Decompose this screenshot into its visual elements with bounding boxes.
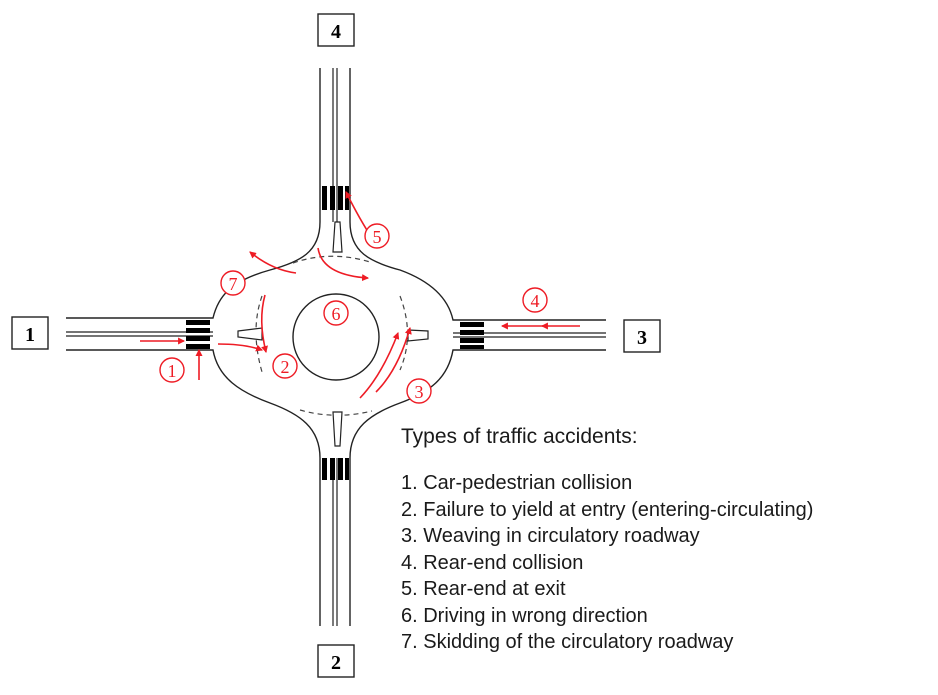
accident-types-legend: Types of traffic accidents: 1. Car-pedes… — [401, 425, 813, 656]
svg-text:2: 2 — [331, 652, 341, 674]
arrow-2-circulating — [260, 294, 268, 354]
svg-text:4: 4 — [331, 21, 341, 43]
approach-box-4: 4 — [317, 13, 355, 47]
accident-marker-2: 2 — [272, 353, 298, 379]
legend-item-5: 5. Rear-end at exit — [401, 578, 566, 600]
approach-box-2: 2 — [317, 644, 355, 678]
legend-item-3: 3. Weaving in circulatory roadway — [401, 525, 700, 547]
road-outline — [66, 68, 606, 626]
accident-marker-4: 4 — [522, 287, 548, 313]
accident-arrows — [140, 191, 580, 399]
legend-item-4: 4. Rear-end collision — [401, 551, 584, 574]
svg-text:4: 4 — [531, 291, 540, 311]
approach-box-3: 3 — [623, 319, 661, 353]
legend-title: Types of traffic accidents: — [401, 425, 638, 448]
svg-text:3: 3 — [415, 382, 424, 402]
accident-marker-7: 7 — [220, 270, 246, 296]
arrow-7-skid — [249, 251, 297, 274]
accident-marker-6: 6 — [323, 300, 349, 326]
legend-item-1: 1. Car-pedestrian collision — [401, 472, 633, 494]
svg-text:1: 1 — [25, 324, 35, 346]
legend-item-2: 2. Failure to yield at entry (entering-c… — [401, 498, 814, 521]
legend-item-7: 7. Skidding of the circulatory roadway — [401, 631, 734, 653]
svg-text:7: 7 — [229, 274, 238, 294]
arrow-5-exit — [317, 247, 370, 282]
svg-text:2: 2 — [281, 357, 290, 377]
svg-text:3: 3 — [637, 327, 647, 349]
accident-marker-3: 3 — [406, 378, 432, 404]
approach-box-1: 1 — [11, 316, 49, 350]
crosswalk-west — [186, 320, 210, 349]
svg-text:1: 1 — [168, 361, 177, 381]
central-island — [292, 293, 380, 381]
accident-marker-1: 1 — [159, 357, 185, 383]
svg-text:5: 5 — [373, 227, 382, 247]
legend-item-6: 6. Driving in wrong direction — [401, 604, 648, 627]
crosswalk-south — [322, 458, 349, 480]
accident-marker-5: 5 — [364, 223, 390, 249]
arrow-2-entering — [217, 343, 263, 352]
splitter-islands — [237, 221, 429, 447]
crosswalk-north — [322, 186, 349, 210]
arrow-3-weave-a — [359, 332, 400, 399]
svg-text:6: 6 — [332, 304, 341, 324]
crosswalk-east — [460, 322, 484, 349]
arrow-3-weave-b — [375, 326, 412, 393]
legend-list: 1. Car-pedestrian collision 2. Failure t… — [401, 470, 813, 656]
